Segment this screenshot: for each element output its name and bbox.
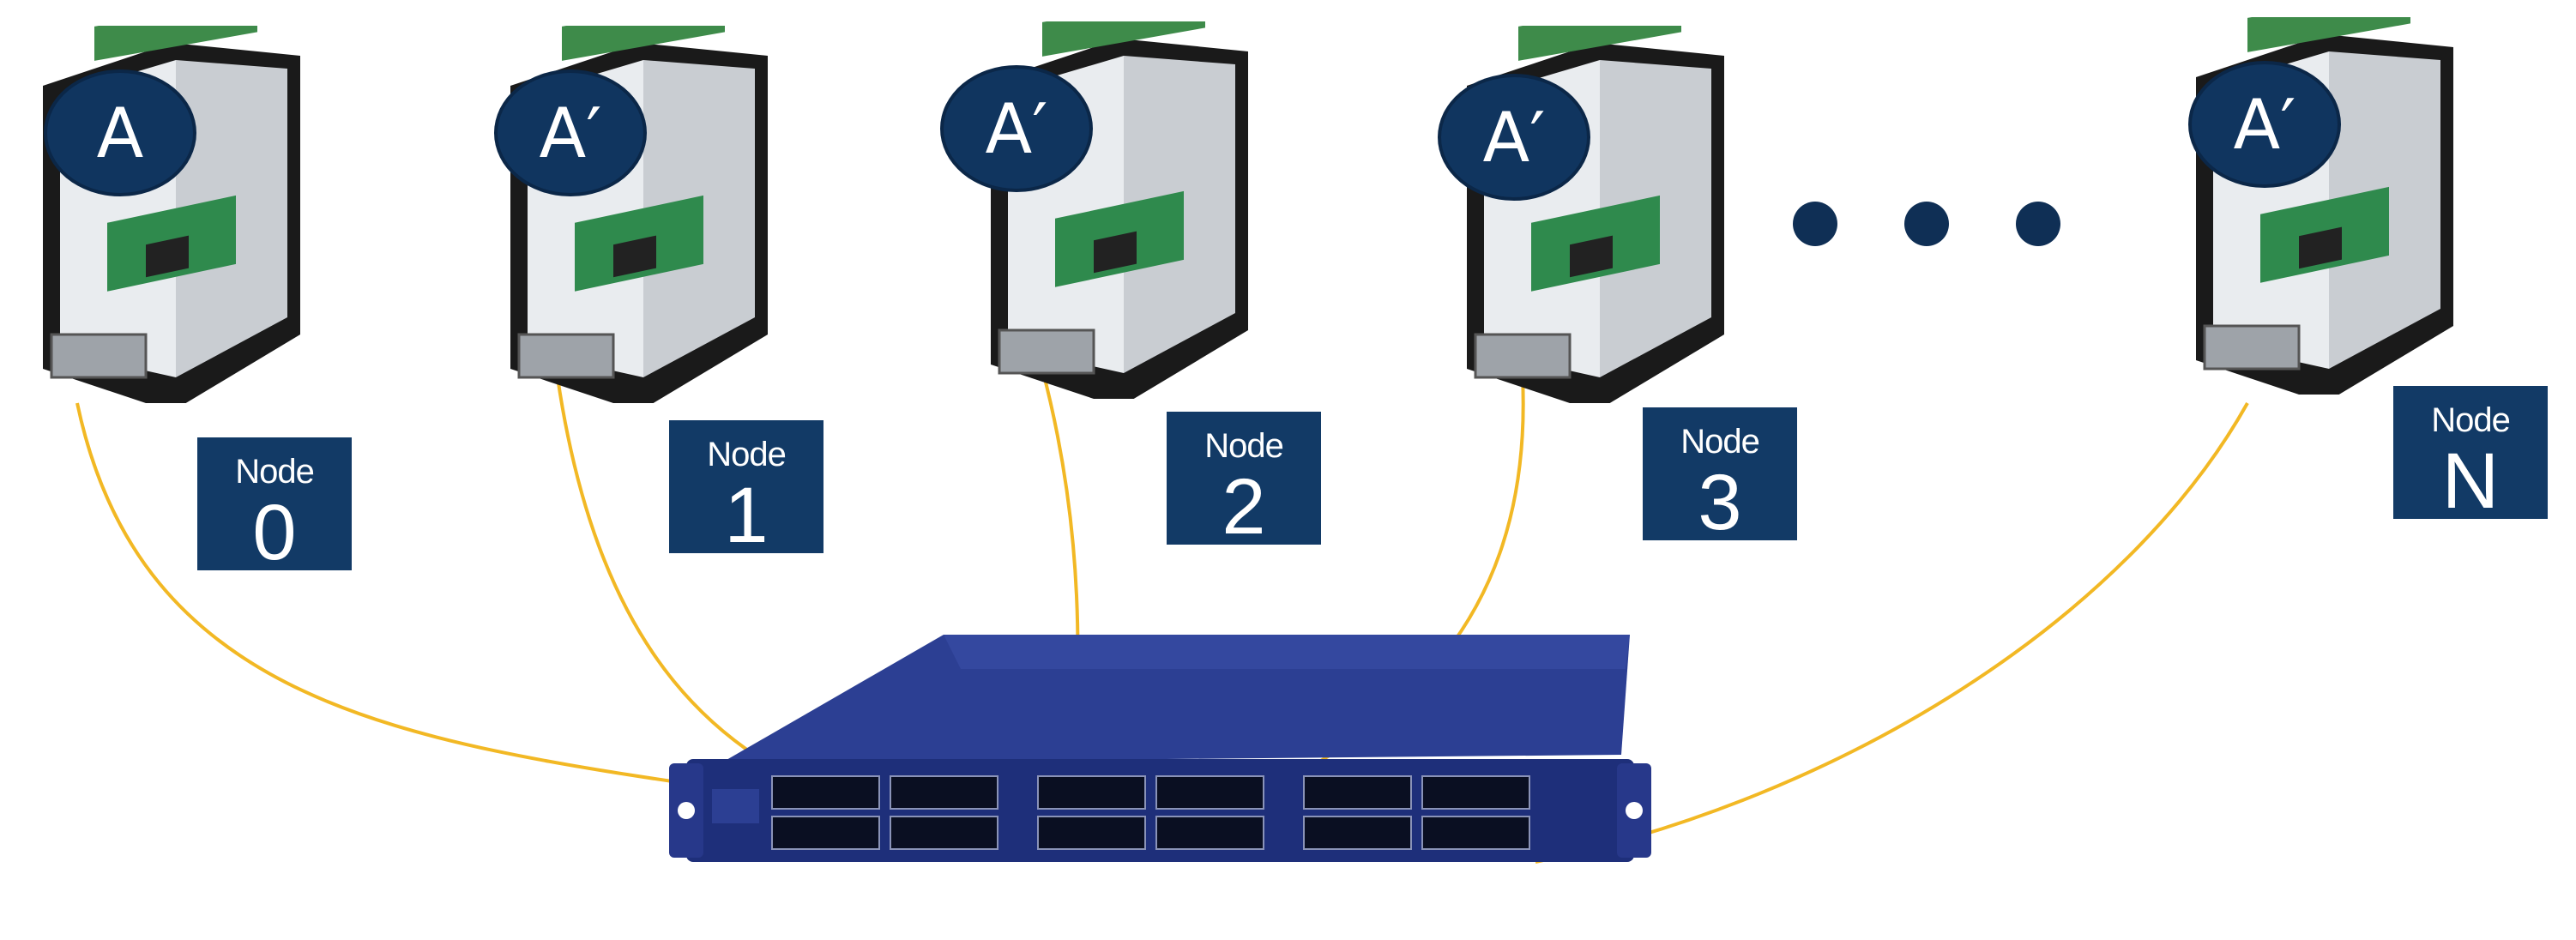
node-label-number: 0 <box>252 489 297 570</box>
cable-node-n <box>1535 402 2249 864</box>
network-switch-icon <box>669 635 1651 862</box>
node-label-number: 1 <box>724 472 769 553</box>
node-label-number: 2 <box>1222 463 1266 545</box>
node-label-word: Node <box>707 436 787 473</box>
ellipsis-dots-icon <box>1793 202 2076 253</box>
node-badge: A <box>47 73 193 193</box>
node-label: Node 2 <box>1167 412 1321 545</box>
node-label-word: Node <box>235 453 315 491</box>
node-badge: A′ <box>498 73 643 193</box>
node-label: Node 0 <box>197 437 352 570</box>
node-label: Node N <box>2393 386 2548 519</box>
node-label-number: N <box>2441 437 2500 519</box>
node-label-number: 3 <box>1698 459 1742 540</box>
node-badge: A′ <box>1441 77 1587 197</box>
node-badge: A′ <box>2192 64 2338 184</box>
node-label: Node 1 <box>669 420 823 553</box>
node-label-word: Node <box>1204 427 1284 465</box>
node-label-word: Node <box>1680 423 1760 461</box>
server-icon <box>2196 17 2453 395</box>
node-label-word: Node <box>2431 401 2511 439</box>
cable-node-0 <box>75 402 811 804</box>
node-label: Node 3 <box>1643 407 1797 540</box>
server-icon <box>43 26 300 403</box>
node-badge: A′ <box>944 69 1089 189</box>
